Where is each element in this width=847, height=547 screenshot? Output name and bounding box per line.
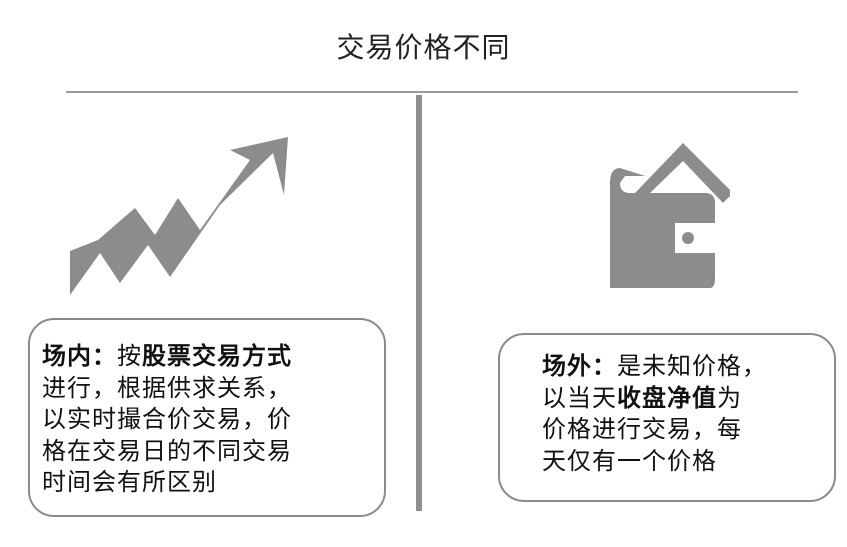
page-title: 交易价格不同	[336, 31, 511, 64]
box-line: 价格进行交易，每	[542, 415, 742, 443]
onsite-trading-box: 场内：按股票交易方式 进行，根据供求关系， 以实时撮合价交易，价 格在交易日的不…	[28, 318, 386, 517]
box-line: 场内：按股票交易方式	[42, 342, 292, 370]
box-line: 格在交易日的不同交易	[42, 436, 292, 465]
onsite-heading: 场内	[42, 342, 92, 370]
wallet-icon	[610, 143, 730, 288]
box-line: 天仅有一个价格	[542, 446, 717, 475]
horizontal-divider	[66, 91, 798, 93]
vertical-divider	[416, 95, 422, 511]
box-line: 场外：是未知价格，	[542, 352, 767, 380]
offsite-heading: 场外	[542, 352, 592, 380]
box-line: 进行，根据供求关系，	[42, 373, 292, 402]
offsite-trading-box: 场外：是未知价格， 以当天收盘净值为 价格进行交易，每 天仅有一个价格	[498, 333, 836, 502]
box-line: 时间会有所区别	[42, 468, 217, 496]
trend-up-arrow-icon	[70, 137, 288, 295]
box-line: 以当天收盘净值为	[542, 383, 742, 412]
box-line: 以实时撮合价交易，价	[42, 405, 292, 433]
